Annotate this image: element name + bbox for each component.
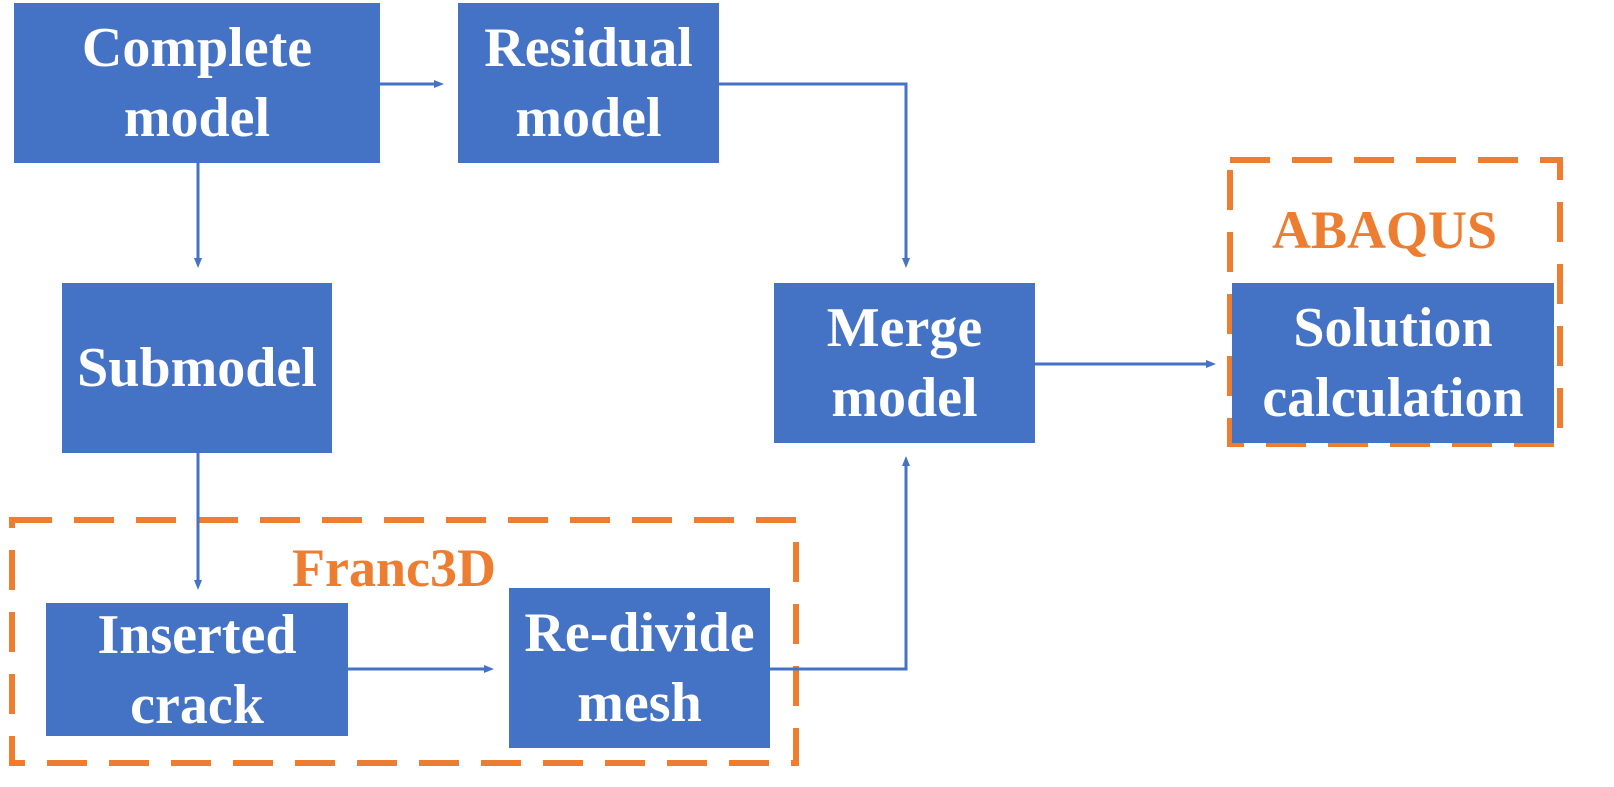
- merge-model-line2: model: [831, 367, 978, 429]
- abaqus-group-border: [1227, 157, 1563, 447]
- residual-model-line1: Residual: [484, 17, 693, 79]
- redivide-mesh-line1: Re-divide: [524, 602, 755, 664]
- redivide-mesh-box: Re-divide mesh: [509, 588, 770, 748]
- solution-calculation-box: Solution calculation: [1232, 283, 1554, 443]
- inserted-crack-line1: Inserted: [97, 603, 297, 666]
- residual-model-box: Residual model: [458, 3, 719, 163]
- complete-model-line1: Complete: [81, 17, 313, 79]
- arrow-residual-to-merge: [719, 82, 910, 268]
- complete-model-box: Complete model: [14, 3, 380, 163]
- redivide-mesh-line2: mesh: [577, 672, 702, 734]
- merge-model-line1: Merge: [826, 297, 983, 359]
- submodel-box: Submodel: [62, 283, 332, 453]
- residual-model-line2: model: [515, 87, 662, 149]
- complete-model-line2: model: [123, 87, 271, 149]
- arrow-redivide-mesh-to-merge: [770, 456, 910, 671]
- solution-calculation-line2: calculation: [1262, 367, 1524, 429]
- inserted-crack-box: Inserted crack: [46, 603, 348, 736]
- franc3d-group-border: [9, 517, 799, 766]
- franc3d-group-label: Franc3D: [292, 538, 496, 598]
- inserted-crack-line2: crack: [130, 673, 264, 736]
- submodel-line1: Submodel: [77, 337, 317, 399]
- merge-model-box: Merge model: [774, 283, 1035, 443]
- solution-calculation-line1: Solution: [1293, 297, 1493, 359]
- abaqus-group-label: ABAQUS: [1272, 200, 1498, 260]
